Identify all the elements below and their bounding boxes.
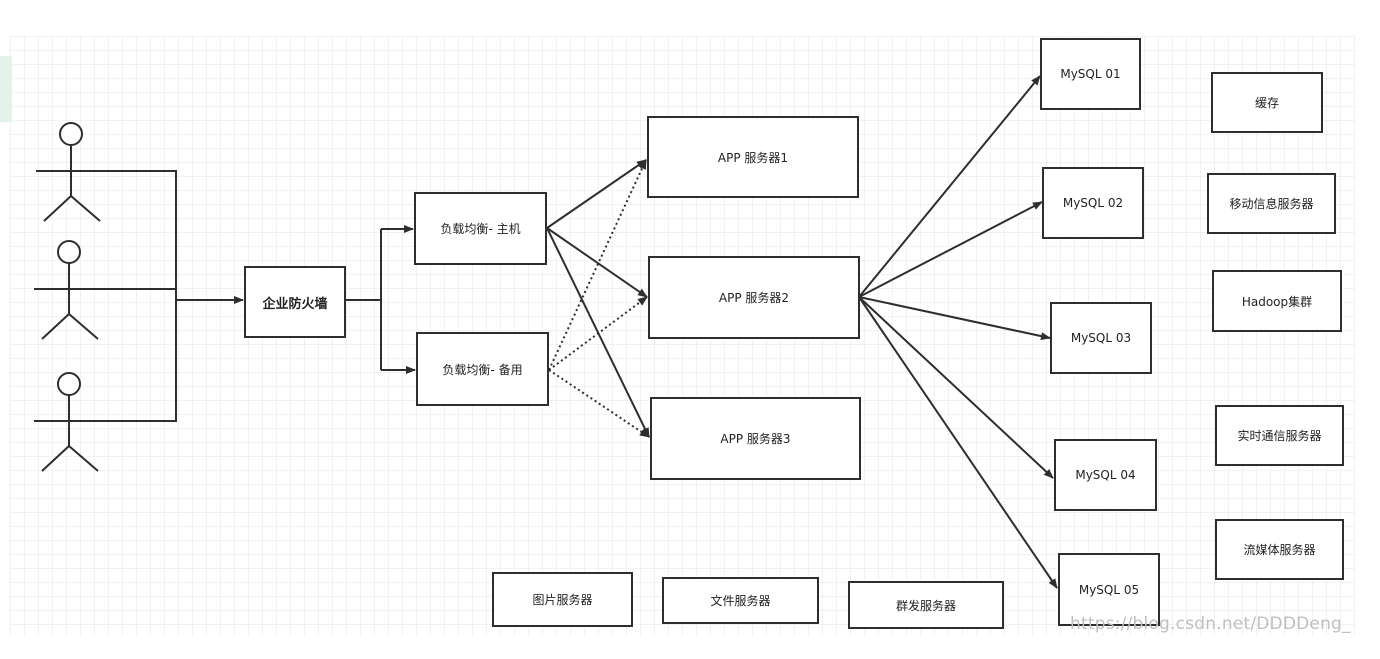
mysql-01-node[interactable]: MySQL 01: [1040, 38, 1141, 110]
streaming-media-server-node[interactable]: 流媒体服务器: [1215, 519, 1344, 580]
user-actor-3-icon: [34, 372, 104, 472]
lb-backup-node[interactable]: 负载均衡- 备用: [416, 332, 549, 406]
app-server-2-node[interactable]: APP 服务器2: [648, 256, 860, 339]
user-actor-1-icon: [36, 122, 106, 222]
app-server-1-node[interactable]: APP 服务器1: [647, 116, 859, 198]
user-connectors: [100, 170, 177, 422]
mysql-02-node[interactable]: MySQL 02: [1042, 167, 1144, 239]
app-server-3-node[interactable]: APP 服务器3: [650, 397, 861, 480]
hadoop-cluster-node[interactable]: Hadoop集群: [1212, 270, 1342, 332]
firewall-node[interactable]: 企业防火墙: [244, 266, 346, 338]
left-edge-accent: [0, 56, 12, 122]
mysql-03-node[interactable]: MySQL 03: [1050, 302, 1152, 374]
watermark: https://blog.csdn.net/DDDDeng_: [1070, 614, 1351, 634]
edges-lb-backup-apps: [548, 159, 650, 438]
mobile-message-server-node[interactable]: 移动信息服务器: [1207, 173, 1336, 234]
lb-main-node[interactable]: 负载均衡- 主机: [414, 192, 547, 265]
mysql-05-node[interactable]: MySQL 05: [1058, 553, 1160, 626]
firewall-connectors: [346, 229, 382, 370]
cache-node[interactable]: 缓存: [1211, 72, 1323, 133]
edges-app2-mysql: [858, 75, 1058, 589]
user-actor-2-icon: [34, 240, 104, 340]
mass-send-server-node[interactable]: 群发服务器: [848, 581, 1004, 629]
image-server-node[interactable]: 图片服务器: [492, 572, 633, 627]
file-server-node[interactable]: 文件服务器: [662, 577, 819, 624]
realtime-comm-server-node[interactable]: 实时通信服务器: [1215, 405, 1344, 466]
mysql-04-node[interactable]: MySQL 04: [1054, 439, 1157, 511]
